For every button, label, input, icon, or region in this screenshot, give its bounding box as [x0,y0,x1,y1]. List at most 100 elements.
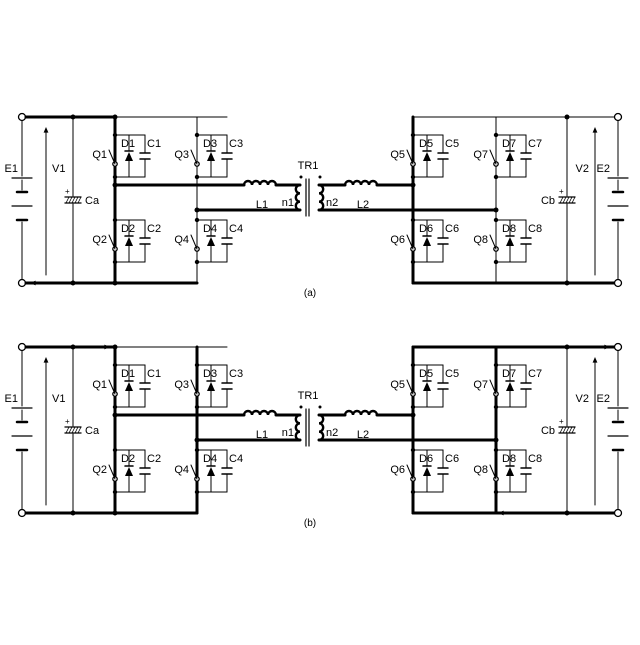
switch-label: Q1 [92,379,107,391]
junction-dot [565,115,570,120]
hatch [566,427,569,433]
coil-winding [244,411,276,415]
inductor-l2 [345,411,377,415]
junction-dot [113,413,118,418]
voltage-arrow [593,127,598,133]
switch-blade [490,150,496,164]
transformer-label: TR1 [298,390,319,402]
coil-winding [244,181,276,185]
hatch [563,427,566,433]
switch-blade [191,235,197,249]
hatch [572,427,575,433]
battery-e2 [608,121,628,279]
terminal-top-left [19,344,26,351]
switch-cell-q6: D6C6Q6 [390,220,459,262]
switch-label: Q5 [390,149,405,161]
battery-e1 [12,351,32,509]
voltage-label: V1 [52,163,65,175]
capacitor-label: C4 [229,223,243,235]
diode-symbol [506,152,514,161]
junction-dot [71,281,76,286]
hatch [72,427,75,433]
voltage-label: V2 [576,393,589,405]
capacitor-label: C6 [445,453,459,465]
hatch [569,197,572,203]
diode-symbol [125,152,133,161]
junction-dot [565,281,570,286]
capacitor-label: C8 [528,453,542,465]
capacitor-label: C6 [445,223,459,235]
winding-n2 [319,185,323,210]
switch-label: Q7 [473,379,488,391]
inductor-l2-label: L2 [357,429,369,441]
diode-symbol [506,467,514,476]
switch-label: Q4 [174,464,189,476]
switch-label: Q6 [390,464,405,476]
junction-dot [565,345,570,350]
polarity-dot [319,406,322,409]
capacitor-label: C5 [445,368,459,380]
diode-symbol [207,467,215,476]
capacitor-label: C5 [445,138,459,150]
transformer-label: TR1 [298,160,319,172]
current-arrow [104,345,110,350]
inductor-l1 [244,181,276,185]
voltage-arrow [44,127,49,133]
switch-label: Q1 [92,149,107,161]
diode-label: D8 [502,453,516,465]
winding [319,415,323,440]
inductor-l2 [345,181,377,185]
source-label: E1 [5,393,18,405]
junction-dot [113,115,118,120]
switch-blade [490,235,496,249]
winding [296,415,300,440]
polarity-dot [300,176,303,179]
switch-label: Q2 [92,234,107,246]
junction-dot [113,345,118,350]
switch-blade [191,150,197,164]
inductor-l1-label: L1 [256,199,268,211]
hatch [78,427,81,433]
voltage-arrow [44,357,49,363]
hatch [563,197,566,203]
capacitor-label: C7 [528,368,542,380]
diode-symbol [423,152,431,161]
junction-dot [113,281,118,286]
source-label: E2 [597,163,610,175]
diode-label: D4 [203,223,217,235]
terminal-top-left [19,114,26,121]
diode-label: D3 [203,138,217,150]
junction-dot [71,115,76,120]
hatch [560,197,563,203]
terminal-bottom-right [615,280,622,287]
switch-cell-q2: D2C2Q2 [92,450,161,492]
diode-label: D2 [121,453,135,465]
hatch [66,197,69,203]
hatch [75,197,78,203]
capacitor-ca-label: Ca [85,195,100,207]
diode-label: D1 [121,368,135,380]
voltage-arrow [593,357,598,363]
switch-cell-q7: D7C7Q7 [473,365,542,407]
hatch [72,197,75,203]
diode-symbol [207,382,215,391]
switch-cell-q6: D6 C6Q6 [390,450,459,492]
circuit-panel-b: E1V1+CaD1C1Q1D2C2Q2D3C3Q3D4C4Q4TR1n1n2L1… [5,344,628,530]
diode-symbol [423,467,431,476]
switch-label: Q3 [174,149,189,161]
diode-symbol [506,237,514,246]
diode-label: D6 [419,453,433,465]
capacitor-cb-label: Cb [541,195,555,207]
source-label: E1 [5,163,18,175]
switch-cell-q4: D4C4Q4 [174,450,243,492]
inductor-l1-label: L1 [256,429,268,441]
junction-dot [195,438,200,443]
hatch [69,427,72,433]
switch-label: Q2 [92,464,107,476]
capacitor-label: C1 [147,368,161,380]
diode-symbol [423,237,431,246]
winding-n2-label: n2 [326,197,338,209]
diode-symbol [125,467,133,476]
polarity-plus: + [559,417,564,426]
junction-dot [71,511,76,516]
